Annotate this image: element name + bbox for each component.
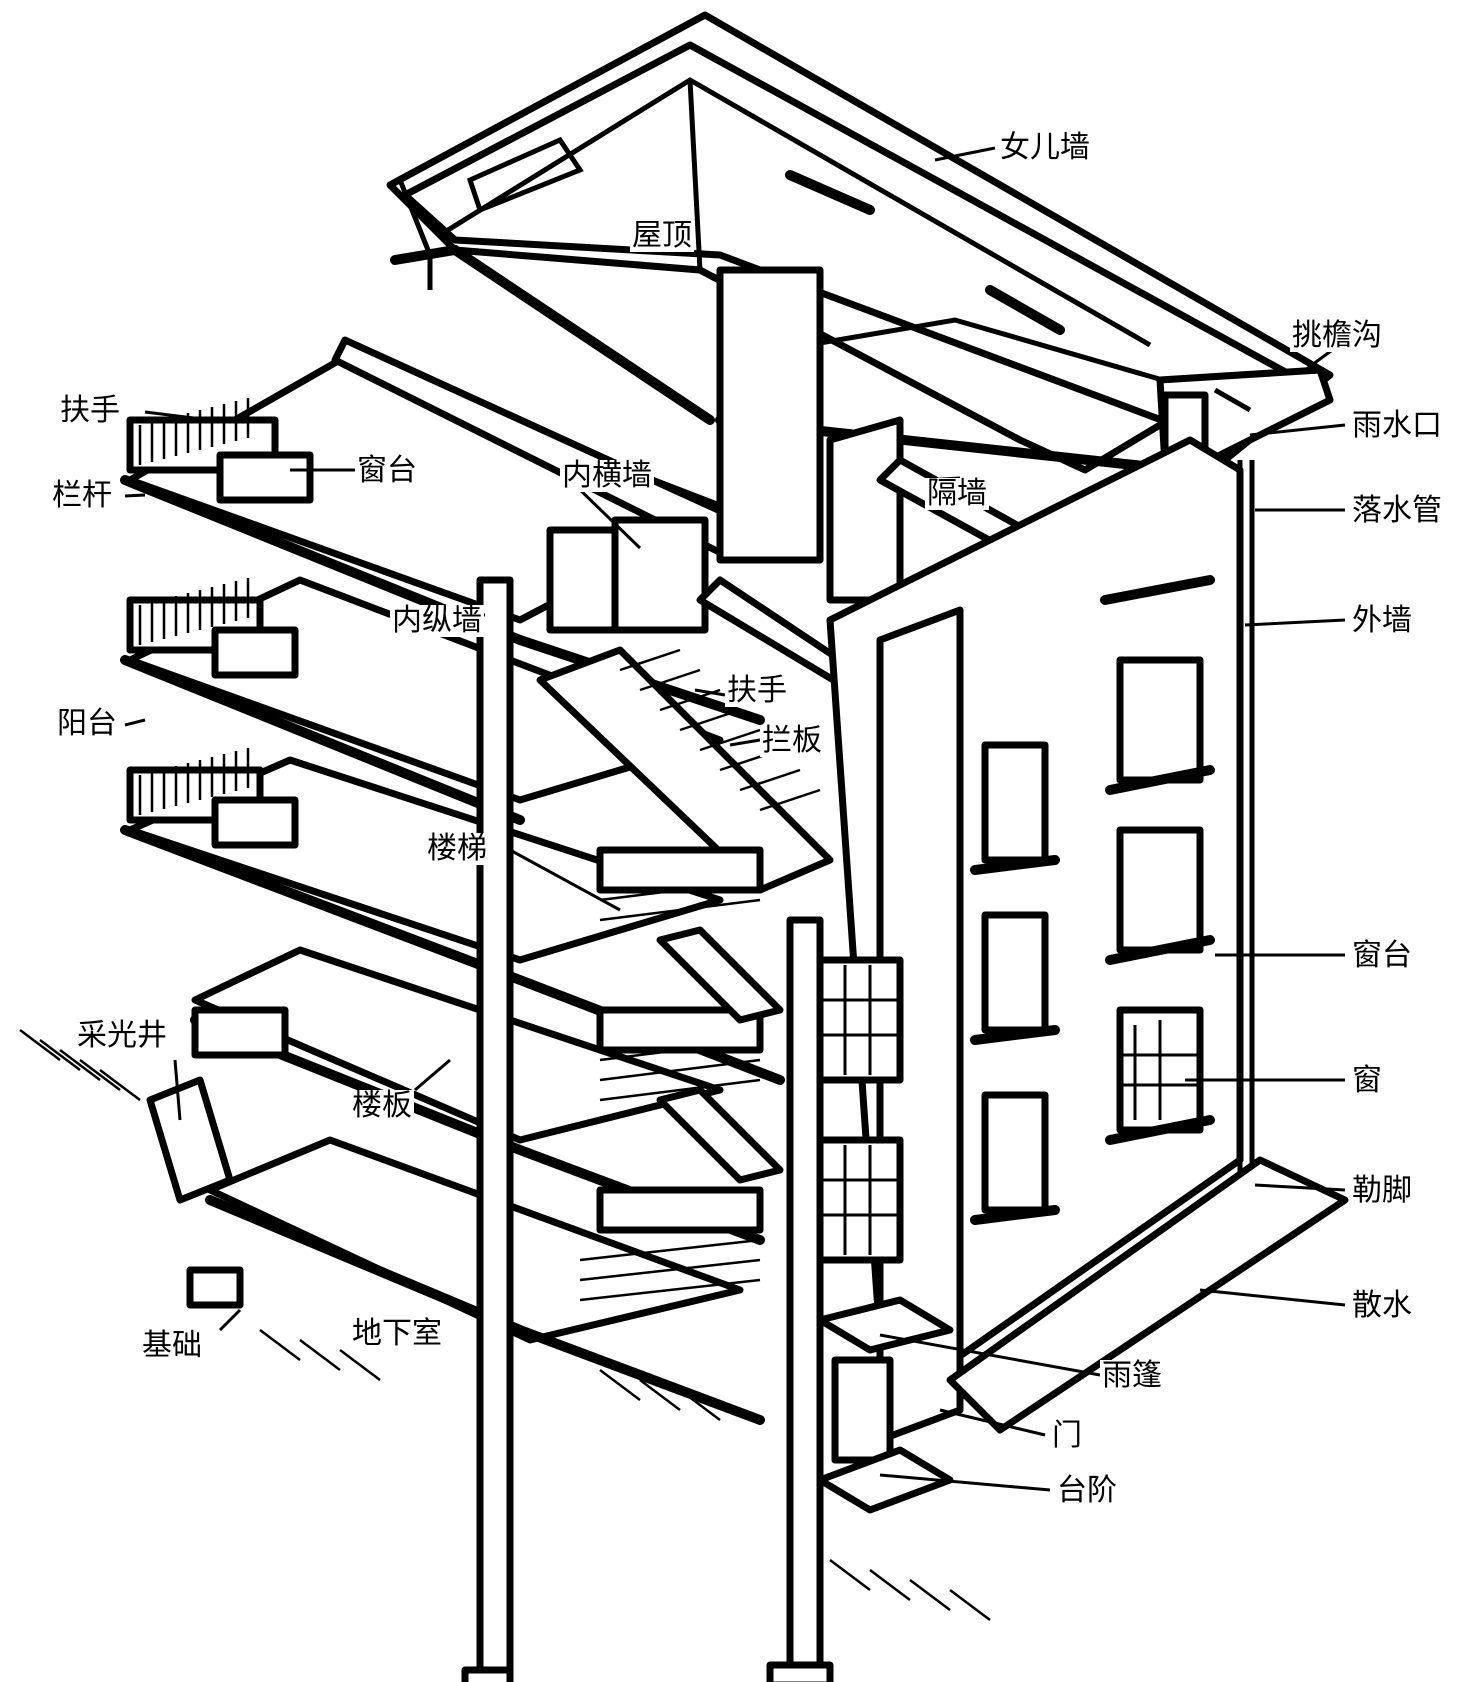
label-baluster-panel: 拦板: [760, 723, 824, 758]
entrance: [816, 1296, 954, 1514]
leader-lines: [124, 146, 1346, 1492]
label-railing: 栏杆: [50, 478, 114, 513]
label-parapet: 女儿墙: [998, 130, 1092, 165]
label-light-well: 采光井: [75, 1018, 169, 1053]
label-door: 门: [1050, 1418, 1084, 1453]
label-canopy: 雨篷: [1100, 1358, 1164, 1393]
ground-hatching: [19, 1029, 991, 1621]
label-basement: 地下室: [350, 1316, 444, 1351]
label-roof: 屋顶: [630, 218, 694, 253]
balconies: [126, 398, 279, 824]
label-window-sill-right: 窗台: [1350, 938, 1414, 973]
apron: [946, 1156, 1349, 1434]
label-window-sill-left: 窗台: [355, 453, 419, 488]
label-apron: 散水: [1350, 1288, 1414, 1323]
label-exterior-wall: 外墙: [1350, 603, 1414, 638]
label-floor-slab: 楼板: [350, 1088, 414, 1123]
label-steps: 台阶: [1055, 1473, 1119, 1508]
exterior-wall: [816, 436, 1244, 1444]
label-downpipe: 落水管: [1350, 493, 1444, 528]
interior-sills: [191, 451, 314, 1059]
label-foundation: 基础: [140, 1328, 204, 1363]
label-window: 窗: [1350, 1063, 1384, 1098]
label-interior-cross-wall: 内横墙: [560, 458, 654, 493]
label-stair-handrail: 扶手: [725, 673, 789, 708]
light-well: [146, 1076, 244, 1309]
label-interior-longitudinal-wall: 内纵墙: [390, 603, 484, 638]
label-balcony: 阳台: [55, 706, 119, 741]
label-partition-wall: 隔墙: [925, 476, 989, 511]
label-rain-outlet: 雨水口: [1350, 408, 1444, 443]
label-eaves-gutter: 挑檐沟: [1290, 318, 1384, 353]
label-balcony-handrail: 扶手: [58, 393, 122, 428]
staircase: [536, 646, 834, 1302]
label-stairs: 楼梯: [425, 831, 489, 866]
label-plinth: 勒脚: [1350, 1173, 1414, 1208]
downpipe: [1237, 460, 1255, 1180]
